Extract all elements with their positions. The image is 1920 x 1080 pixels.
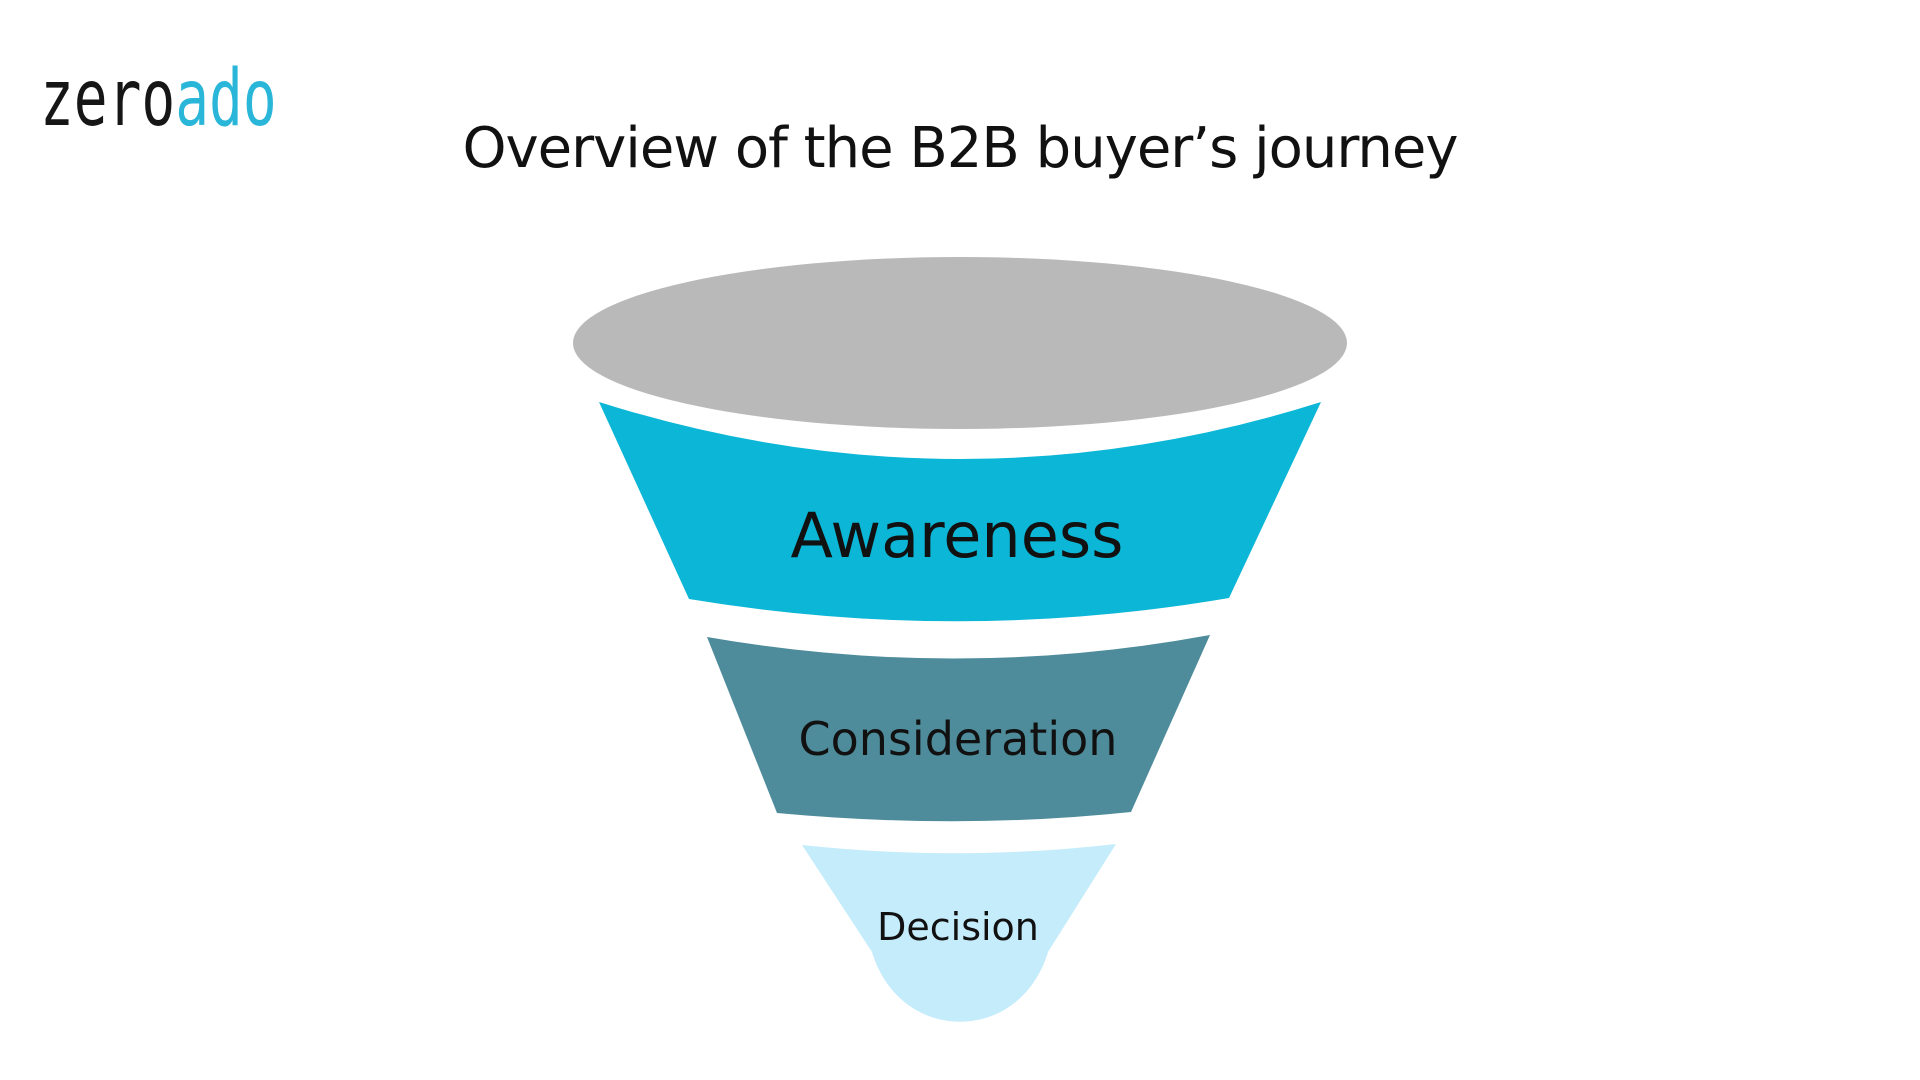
funnel-stage-decision [802,844,1116,1022]
stage-label-decision: Decision [877,905,1039,949]
funnel-stage-awareness [599,402,1321,622]
page-title: Overview of the B2B buyer’s journey [462,116,1458,181]
logo-text-accent: ado [175,54,277,144]
logo: zeroado [40,60,277,138]
funnel-top-ellipse [573,257,1347,429]
stage-label-consideration: Consideration [799,712,1118,766]
stage-label-awareness: Awareness [791,499,1124,572]
logo-text-primary: zero [40,54,176,144]
funnel-stage-consideration [707,635,1210,822]
